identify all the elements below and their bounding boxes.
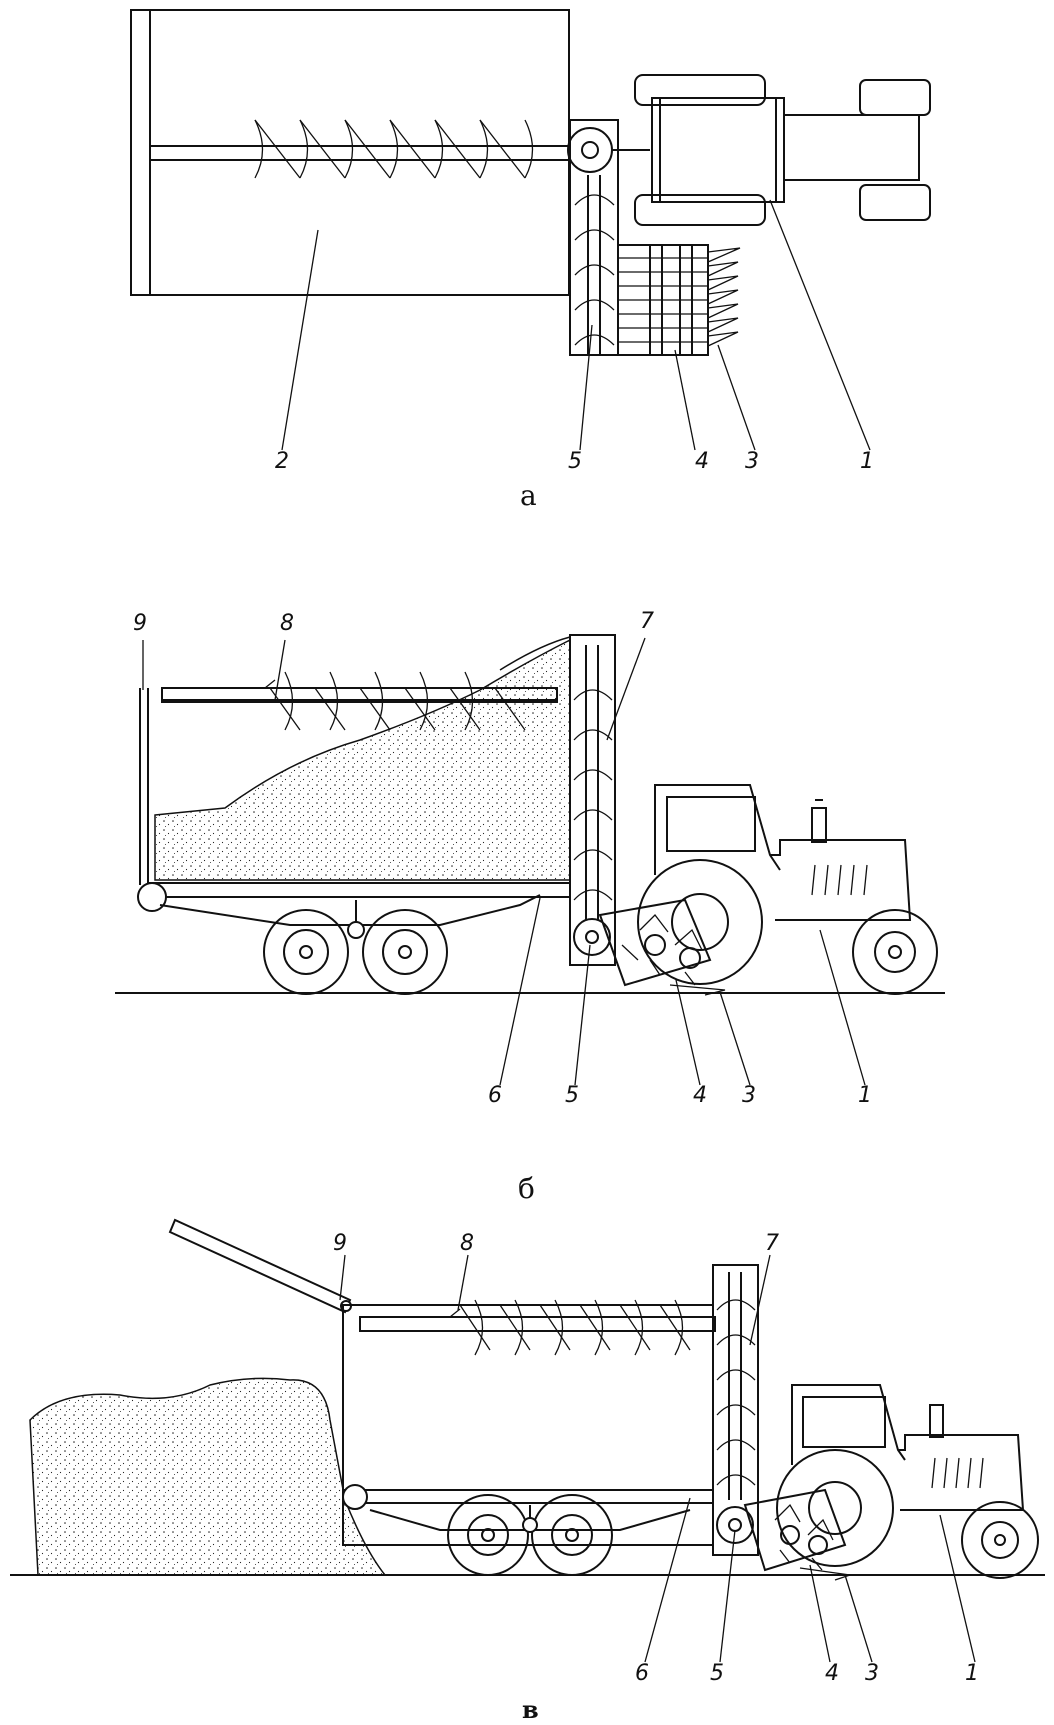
- label-9: 9: [333, 1231, 347, 1256]
- top-auger: [161, 671, 558, 731]
- label-8: 8: [280, 611, 294, 636]
- panel-b-side-view: 9 8 7 6 5 4 3 1 б: [115, 609, 945, 1205]
- vertical-auger-c: [712, 1264, 759, 1556]
- trailer-wheels-b: [263, 900, 448, 995]
- label-3: 3: [742, 1083, 756, 1108]
- label-5: 5: [568, 449, 582, 474]
- vertical-auger-housing: [569, 119, 619, 356]
- milling-drum-b: [598, 898, 726, 996]
- label-1: 1: [858, 1083, 872, 1108]
- cutting-knives: [707, 247, 741, 347]
- label-1: 1: [965, 1661, 979, 1686]
- milling-drum: [617, 244, 709, 356]
- hopper-body: [130, 9, 570, 296]
- vertical-auger-b: [569, 634, 616, 966]
- panel-c-side-view: 9 8 7 6 5 4 3 1 в: [10, 1218, 1045, 1724]
- trailer-wheels-c: [447, 1494, 613, 1576]
- label-8: 8: [460, 1231, 474, 1256]
- horizontal-auger: [150, 119, 568, 179]
- label-7: 7: [765, 1231, 779, 1256]
- label-6: 6: [635, 1661, 649, 1686]
- label-2: 2: [275, 449, 289, 474]
- label-6: 6: [488, 1083, 502, 1108]
- material-pile: [29, 1377, 387, 1576]
- caption-b: б: [518, 1172, 535, 1205]
- milling-drum-c: [743, 1488, 851, 1581]
- label-5: 5: [565, 1083, 579, 1108]
- label-7: 7: [640, 609, 654, 634]
- label-9: 9: [133, 611, 147, 636]
- label-3: 3: [865, 1661, 879, 1686]
- label-4: 4: [695, 449, 709, 474]
- caption-c: в: [522, 1695, 539, 1724]
- label-4: 4: [825, 1661, 839, 1686]
- label-1: 1: [860, 449, 874, 474]
- tractor-top: [634, 74, 931, 226]
- label-3: 3: [745, 449, 759, 474]
- top-auger-c: [359, 1299, 716, 1356]
- caption-a: а: [520, 479, 537, 512]
- tractor-side-b: [637, 784, 938, 995]
- bulk-material: [154, 638, 571, 881]
- tractor-side-c: [776, 1384, 1039, 1579]
- panel-a-plan-view: 2 5 4 3 1 а: [130, 9, 931, 512]
- label-5: 5: [710, 1661, 724, 1686]
- label-4: 4: [693, 1083, 707, 1108]
